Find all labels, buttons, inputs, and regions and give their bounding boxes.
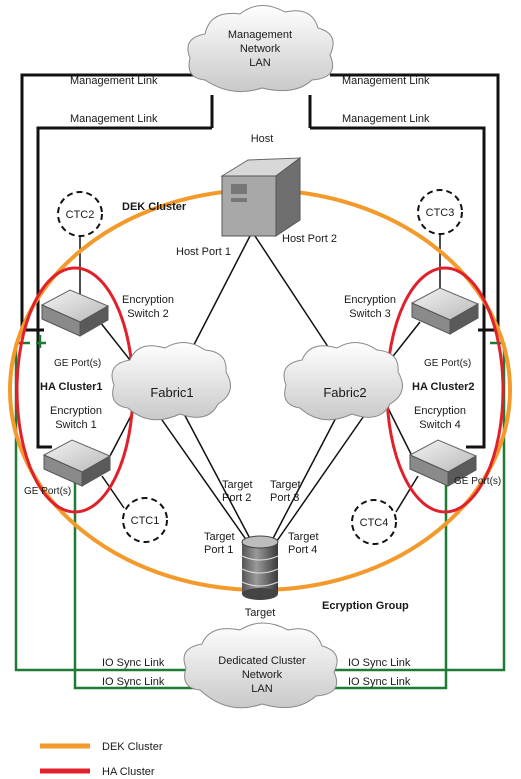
mgmt-link-outer-right [330, 73, 500, 332]
io-sync-label-left-2: IO Sync Link [102, 676, 165, 688]
mgmt-lan-line2: Network [240, 43, 281, 55]
io-sync-links [14, 335, 506, 690]
sync-lan-line2: Network [242, 669, 283, 681]
ge-port-switch1: GE Port(s) [24, 486, 71, 497]
dek-cluster-label: DEK Cluster [122, 201, 187, 213]
ge-port-switch4: GE Port(s) [454, 476, 501, 487]
switch1-label-line2: Switch 1 [55, 419, 97, 431]
sync-lan-line3: LAN [251, 683, 272, 695]
ctc1-node: CTC1 [122, 497, 168, 543]
io-sync-left-inner [73, 480, 198, 690]
io-sync-label-right-2: IO Sync Link [348, 676, 411, 688]
mgmt-link-outer-left [20, 73, 190, 332]
ctc4-label: CTC4 [360, 517, 389, 529]
host-port2-label: Host Port 2 [282, 233, 337, 245]
switch4-label-line1: Encryption [414, 405, 466, 417]
fabric1-cloud: Fabric1 [111, 342, 231, 421]
target-label: Target [245, 607, 276, 619]
switch3-label-line2: Switch 3 [349, 308, 391, 320]
mgmt-link-label-inner-left: Management Link [70, 113, 158, 125]
switch3-label-line1: Encryption [344, 294, 396, 306]
io-sync-right-outer [325, 343, 506, 672]
fabric1-label: Fabric1 [150, 385, 193, 400]
management-lan-cloud: Management Network LAN [187, 5, 334, 93]
management-links [20, 73, 500, 449]
ctc3-node: CTC3 [417, 189, 463, 235]
switch1-label-line1: Encryption [50, 405, 102, 417]
sync-lan-line1: Dedicated Cluster [218, 655, 306, 667]
ctc4-node: CTC4 [351, 499, 397, 545]
target-port1-line2: Port 1 [204, 544, 233, 556]
switch2-label-line2: Switch 2 [127, 308, 169, 320]
dedicated-cluster-lan-cloud: Dedicated Cluster Network LAN [183, 622, 338, 709]
encryption-switch-1-icon [42, 439, 112, 487]
target-port3-line2: Port 3 [270, 492, 299, 504]
mgmt-lan-line1: Management [228, 29, 292, 41]
target-port2-line2: Port 2 [222, 492, 251, 504]
legend-dek-label: DEK Cluster [102, 741, 163, 753]
io-sync-label-right-1: IO Sync Link [348, 657, 411, 669]
switch4-label-line2: Switch 4 [419, 419, 461, 431]
mgmt-lan-line3: LAN [249, 57, 270, 69]
fabric-links [79, 232, 441, 549]
fabric2-label: Fabric2 [323, 385, 366, 400]
switch2-label-line1: Encryption [122, 294, 174, 306]
io-sync-left-outer [14, 343, 198, 672]
ha-cluster1-label: HA Cluster1 [40, 381, 103, 393]
ctc2-label: CTC2 [66, 209, 95, 221]
legend: DEK Cluster HA Cluster [40, 741, 163, 778]
mgmt-link-label-top-left: Management Link [70, 75, 158, 87]
target-port4-line1: Target [288, 531, 319, 543]
mgmt-link-inner-right [310, 126, 486, 449]
io-sync-right-inner [325, 480, 448, 690]
mgmt-link-label-top-right: Management Link [342, 75, 430, 87]
host-server-icon [220, 157, 302, 237]
host-port1-label: Host Port 1 [176, 246, 231, 258]
target-port4-line2: Port 4 [288, 544, 317, 556]
target-port2-line1: Target [222, 479, 253, 491]
fabric2-cloud: Fabric2 [283, 342, 403, 421]
target-storage-icon [241, 535, 279, 600]
encryption-switch-3-icon [410, 287, 480, 335]
ge-port-switch2: GE Port(s) [54, 358, 101, 369]
ctc2-node: CTC2 [57, 191, 103, 237]
target-port1-line1: Target [204, 531, 235, 543]
target-port3-line1: Target [270, 479, 301, 491]
legend-ha-label: HA Cluster [102, 766, 155, 778]
ctc3-label: CTC3 [426, 207, 455, 219]
host-label: Host [251, 133, 274, 145]
ge-port-switch3: GE Port(s) [424, 358, 471, 369]
ha-cluster2-label: HA Cluster2 [412, 381, 475, 393]
io-sync-label-left-1: IO Sync Link [102, 657, 165, 669]
mgmt-link-inner-left [36, 126, 212, 449]
mgmt-link-label-inner-right: Management Link [342, 113, 430, 125]
ctc1-label: CTC1 [131, 515, 160, 527]
encryption-switch-4-icon [408, 439, 478, 487]
encryption-group-label: Ecryption Group [322, 600, 409, 612]
encryption-switch-2-icon [40, 289, 110, 337]
